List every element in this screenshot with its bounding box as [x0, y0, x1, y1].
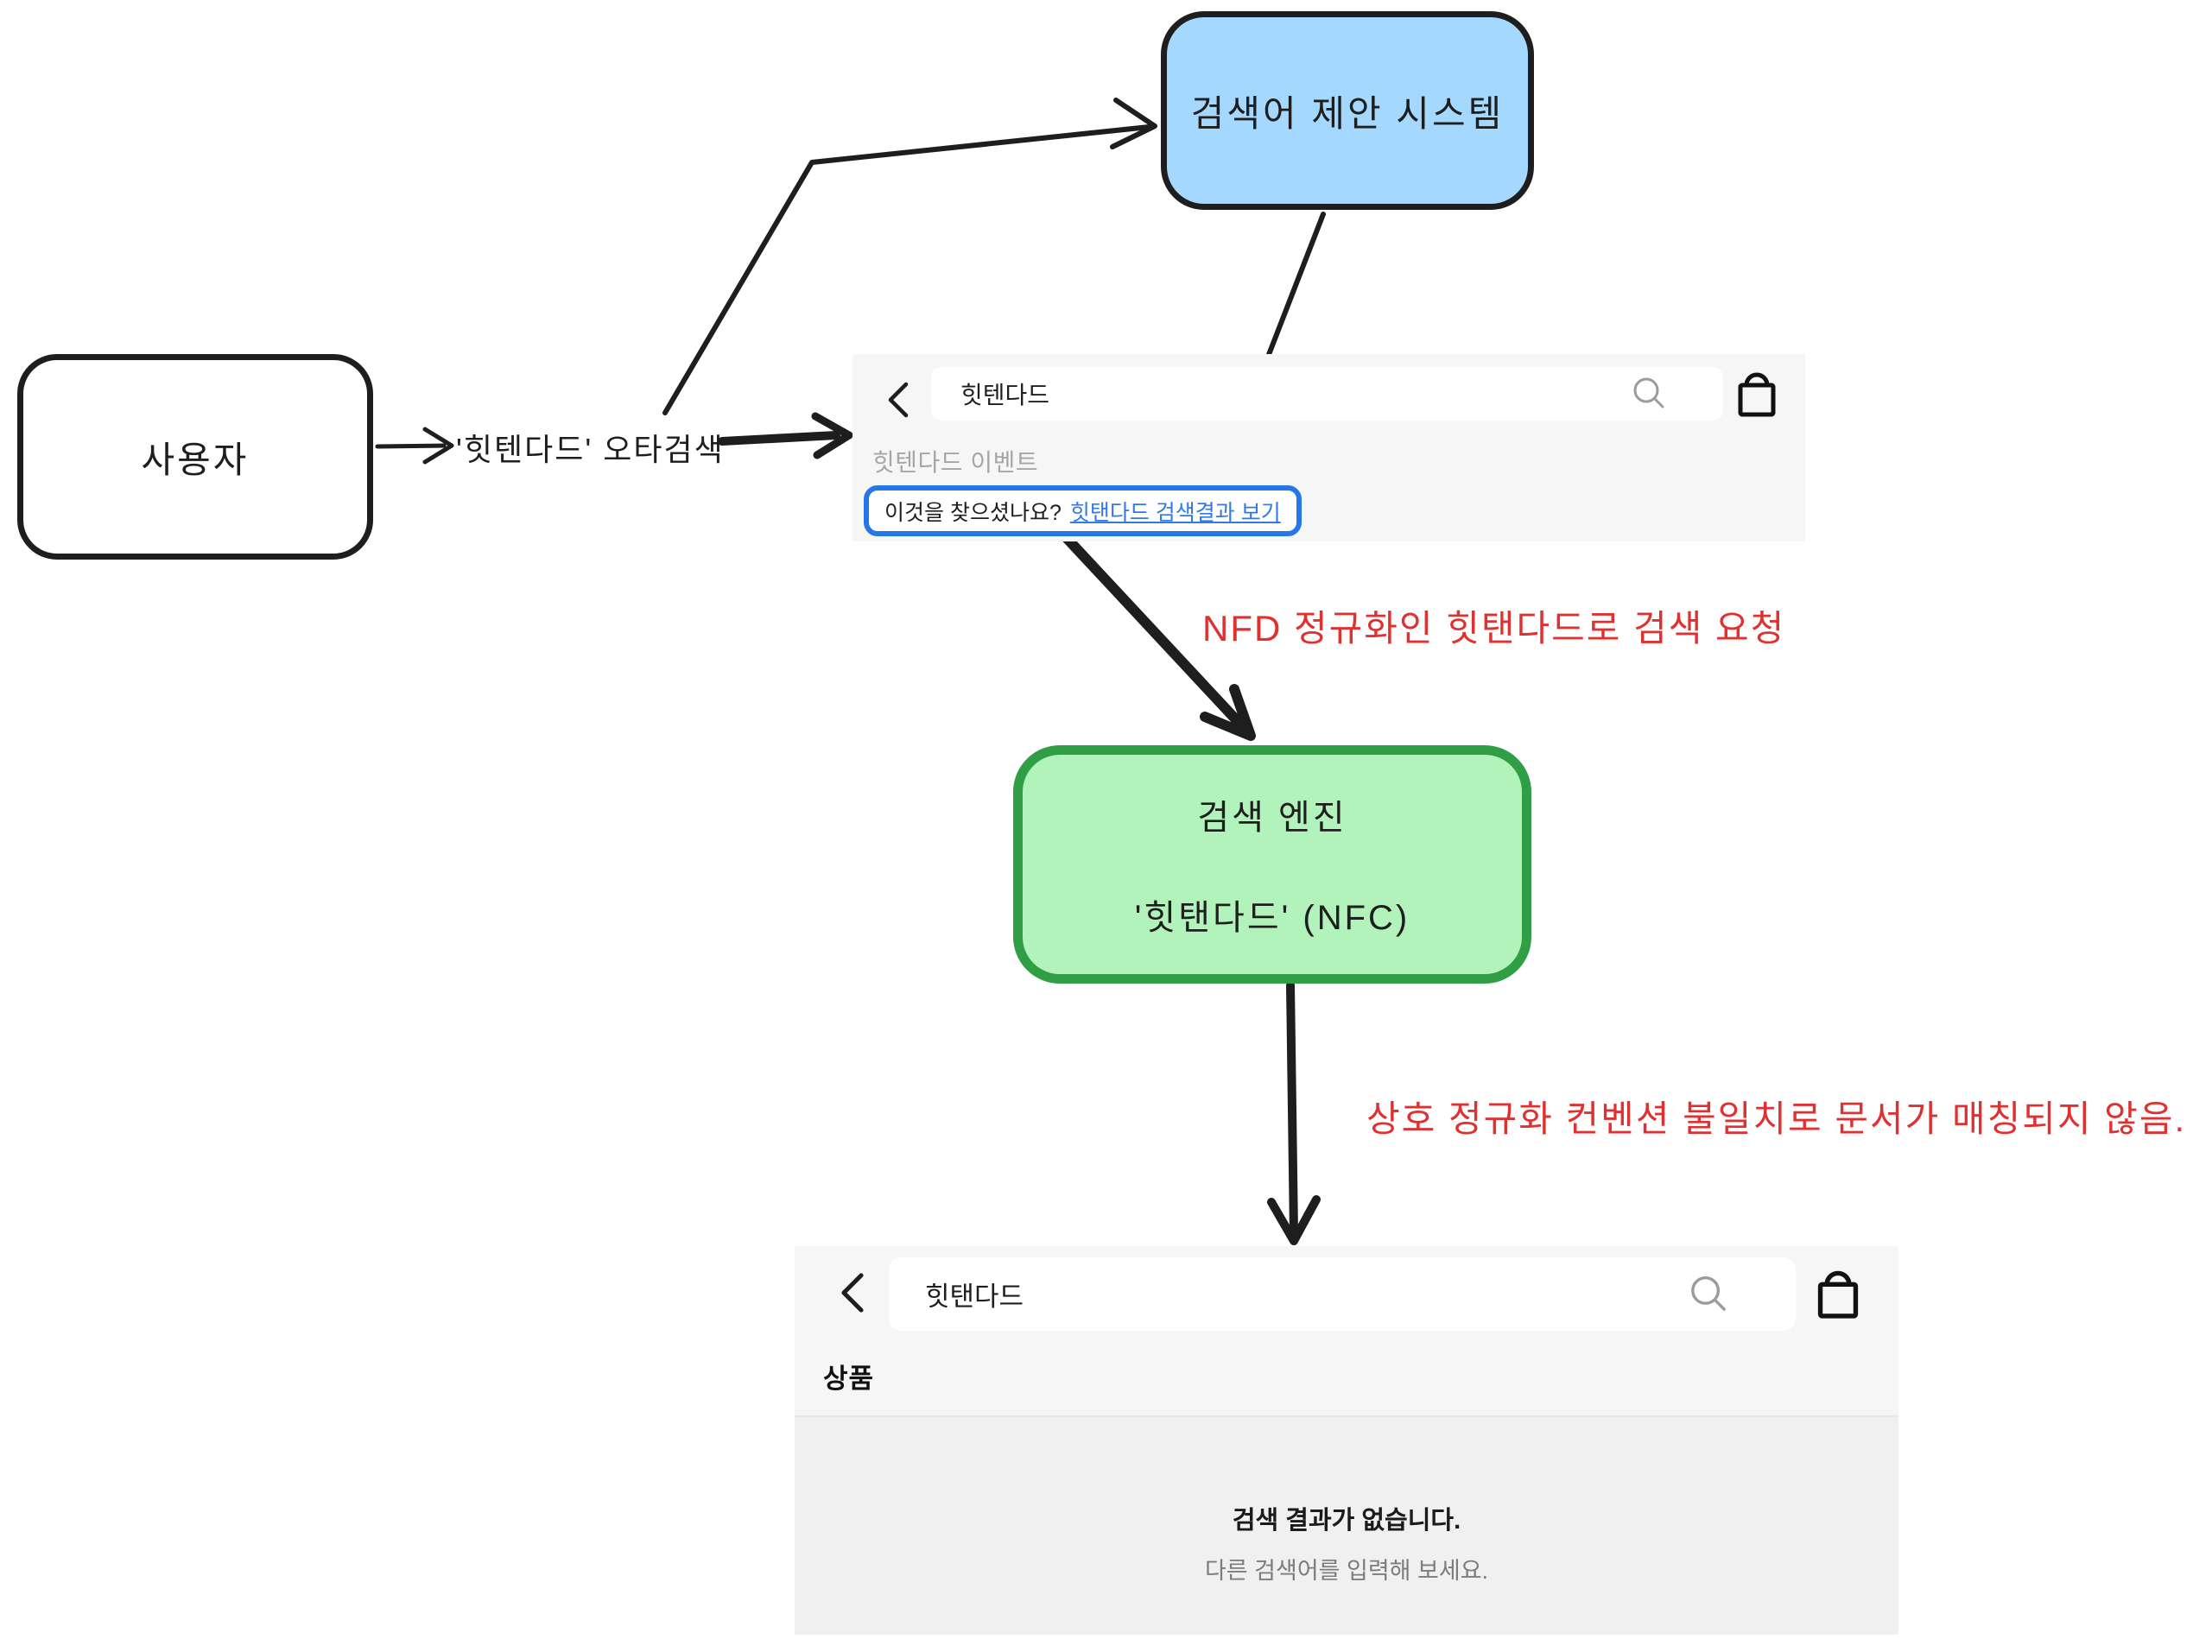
search-engine-label-line2: '힛탠다드' (NFC) — [1134, 899, 1410, 937]
search-engine-node: 검색 엔진 '힛탠다드' (NFC) — [1013, 745, 1531, 984]
suggestion-system-label: 검색어 제안 시스템 — [1190, 92, 1505, 134]
results-panel: 상품 검색 결과가 없습니다. 다른 검색어를 입력해 보세요. — [795, 1246, 1898, 1635]
shopping-bag-icon[interactable] — [1734, 366, 1779, 420]
did-you-mean-link[interactable]: 힛탠다드 검색결과 보기 — [1069, 500, 1281, 525]
typo-search-edge-label: '힛텐다드' 오타검색 — [456, 432, 725, 467]
did-you-mean-box: 이것을 찾으셨나요? 힛탠다드 검색결과 보기 — [864, 485, 1302, 536]
empty-results-area: 검색 결과가 없습니다. 다른 검색어를 입력해 보세요. — [795, 1417, 1898, 1635]
search-input[interactable] — [960, 380, 1630, 408]
empty-results-title: 검색 결과가 없습니다. — [1232, 1507, 1461, 1535]
search-icon[interactable] — [1630, 375, 1668, 413]
mismatch-note: 상호 정규화 컨벤션 불일치로 문서가 매칭되지 않음. — [1366, 1098, 2187, 1139]
search-bar — [931, 367, 1723, 421]
tab-products[interactable]: 상품 — [823, 1364, 875, 1394]
search-icon[interactable] — [1687, 1273, 1730, 1316]
search-input[interactable] — [925, 1278, 1687, 1310]
back-icon[interactable] — [836, 1269, 869, 1316]
user-node: 사용자 — [17, 354, 373, 560]
suggestion-item[interactable]: 힛텐다드 이벤트 — [872, 449, 1039, 476]
divider — [795, 1415, 1898, 1417]
user-node-label: 사용자 — [141, 439, 250, 480]
search-engine-label-line1: 검색 엔진 — [1197, 799, 1347, 837]
nfd-note: NFD 정규화인 힛탠다드로 검색 요청 — [1202, 608, 1786, 649]
shopping-bag-icon[interactable] — [1814, 1263, 1862, 1322]
suggest-search-panel: 힛텐다드 이벤트 이것을 찾으셨나요? 힛탠다드 검색결과 보기 — [852, 354, 1805, 541]
did-you-mean-text: 이것을 찾으셨나요? — [884, 500, 1062, 525]
suggestion-system-node: 검색어 제안 시스템 — [1161, 11, 1534, 210]
search-bar — [889, 1257, 1796, 1331]
back-icon[interactable] — [884, 379, 913, 421]
empty-results-subtitle: 다른 검색어를 입력해 보세요. — [1204, 1558, 1489, 1584]
